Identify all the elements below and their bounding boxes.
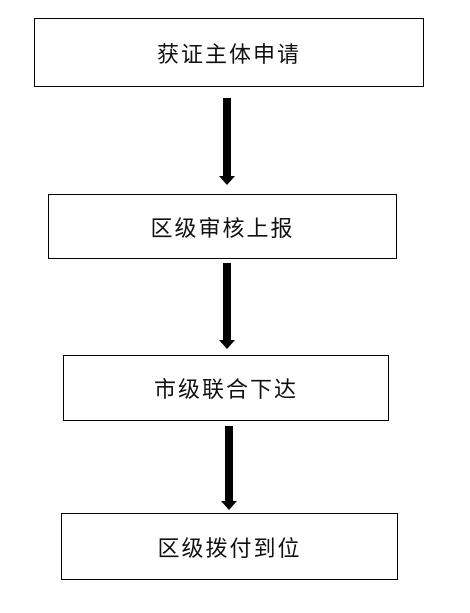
arrow-head	[219, 340, 235, 349]
step-box-district-review: 区级审核上报	[48, 194, 397, 259]
arrow-head	[221, 501, 237, 510]
arrow-shaft	[225, 426, 233, 501]
arrow-head	[219, 176, 235, 185]
step-box-city-issue: 市级联合下达	[63, 355, 389, 421]
down-arrow-icon	[219, 263, 235, 349]
down-arrow-icon	[219, 98, 235, 185]
step-box-district-disburse: 区级拨付到位	[61, 513, 398, 580]
step-label-district-disburse: 区级拨付到位	[157, 536, 302, 562]
step-label-district-review: 区级审核上报	[150, 216, 295, 242]
arrow-shaft	[223, 263, 231, 340]
down-arrow-icon	[221, 426, 237, 510]
arrow-shaft	[223, 98, 231, 176]
step-box-apply: 获证主体申请	[34, 18, 424, 87]
step-label-apply: 获证主体申请	[156, 42, 301, 68]
step-label-city-issue: 市级联合下达	[153, 378, 298, 403]
